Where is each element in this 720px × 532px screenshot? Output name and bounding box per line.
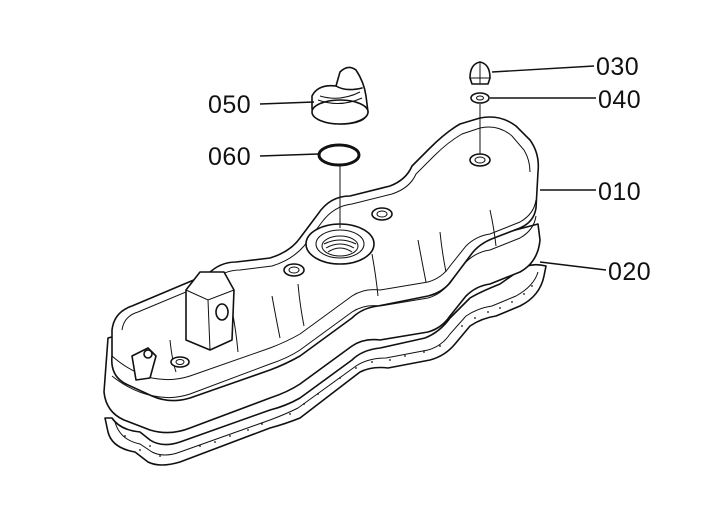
label-020: 020 — [608, 258, 651, 286]
label-060: 060 — [208, 143, 251, 171]
o-ring — [317, 143, 361, 167]
label-030: 030 — [596, 53, 639, 81]
leader-lines — [259, 65, 607, 271]
part-labels: 010 020 030 040 050 060 — [208, 53, 651, 286]
leader-060 — [259, 153, 319, 157]
washer — [470, 92, 490, 104]
cap-nut — [469, 61, 491, 85]
oil-filler-cap — [311, 66, 369, 125]
assembly-lines — [339, 104, 481, 228]
gasket-texture — [124, 285, 533, 457]
label-010: 010 — [598, 178, 641, 206]
leader-050 — [259, 101, 315, 105]
gasket — [104, 263, 547, 466]
valve-cover — [103, 116, 541, 434]
label-040: 040 — [598, 86, 641, 114]
leader-020 — [539, 261, 607, 271]
label-050: 050 — [208, 91, 251, 119]
leader-030 — [491, 65, 595, 73]
